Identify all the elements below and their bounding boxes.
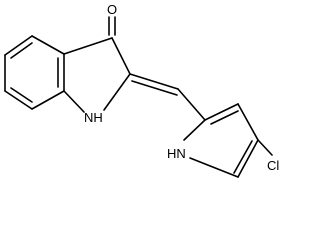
bond-c5-c4-inner — [10, 87, 33, 103]
bond-ch-pyrrole-c2 — [177, 88, 206, 121]
bond-c7-c6 — [4, 35, 33, 56]
bond-pc4-pc5 — [237, 139, 259, 178]
bond-pc5-n — [189, 157, 239, 178]
indole-nh-label: NH — [84, 110, 103, 125]
bond-n-pc2 — [183, 119, 206, 141]
chlorine-label: Cl — [267, 158, 279, 173]
molecular-structure: O NH HN Cl — [4, 2, 279, 178]
bond-c2-ch-double — [131, 80, 178, 96]
oxygen-label: O — [107, 2, 117, 17]
benzene-ring — [4, 35, 65, 110]
bond-pc3-pc4 — [237, 103, 259, 141]
carbonyl-group — [108, 16, 116, 36]
methylidene-bridge — [129, 73, 206, 121]
bond-pc2-pc3-double — [210, 110, 239, 125]
bond-c3-c2 — [111, 37, 131, 75]
pyrrole-hn-label: HN — [167, 146, 186, 161]
bond-pc2-pc3 — [204, 103, 239, 121]
bond-c2-ch — [129, 73, 179, 90]
bond-c7-c6-inner — [10, 42, 33, 59]
bond-pc4-pc5-double — [233, 140, 253, 174]
bond-c7a-c3 — [63, 37, 113, 55]
bond-c4-c3a — [31, 90, 65, 110]
bond-c5-c4 — [4, 90, 33, 110]
bond-c2-n1 — [103, 73, 131, 111]
pyrrolinone-ring — [63, 37, 131, 113]
pyrrole-ring — [183, 103, 273, 178]
bond-pc4-cl — [257, 139, 273, 156]
bond-c7a-c7 — [31, 35, 65, 55]
bond-n1-c3a — [63, 90, 85, 113]
